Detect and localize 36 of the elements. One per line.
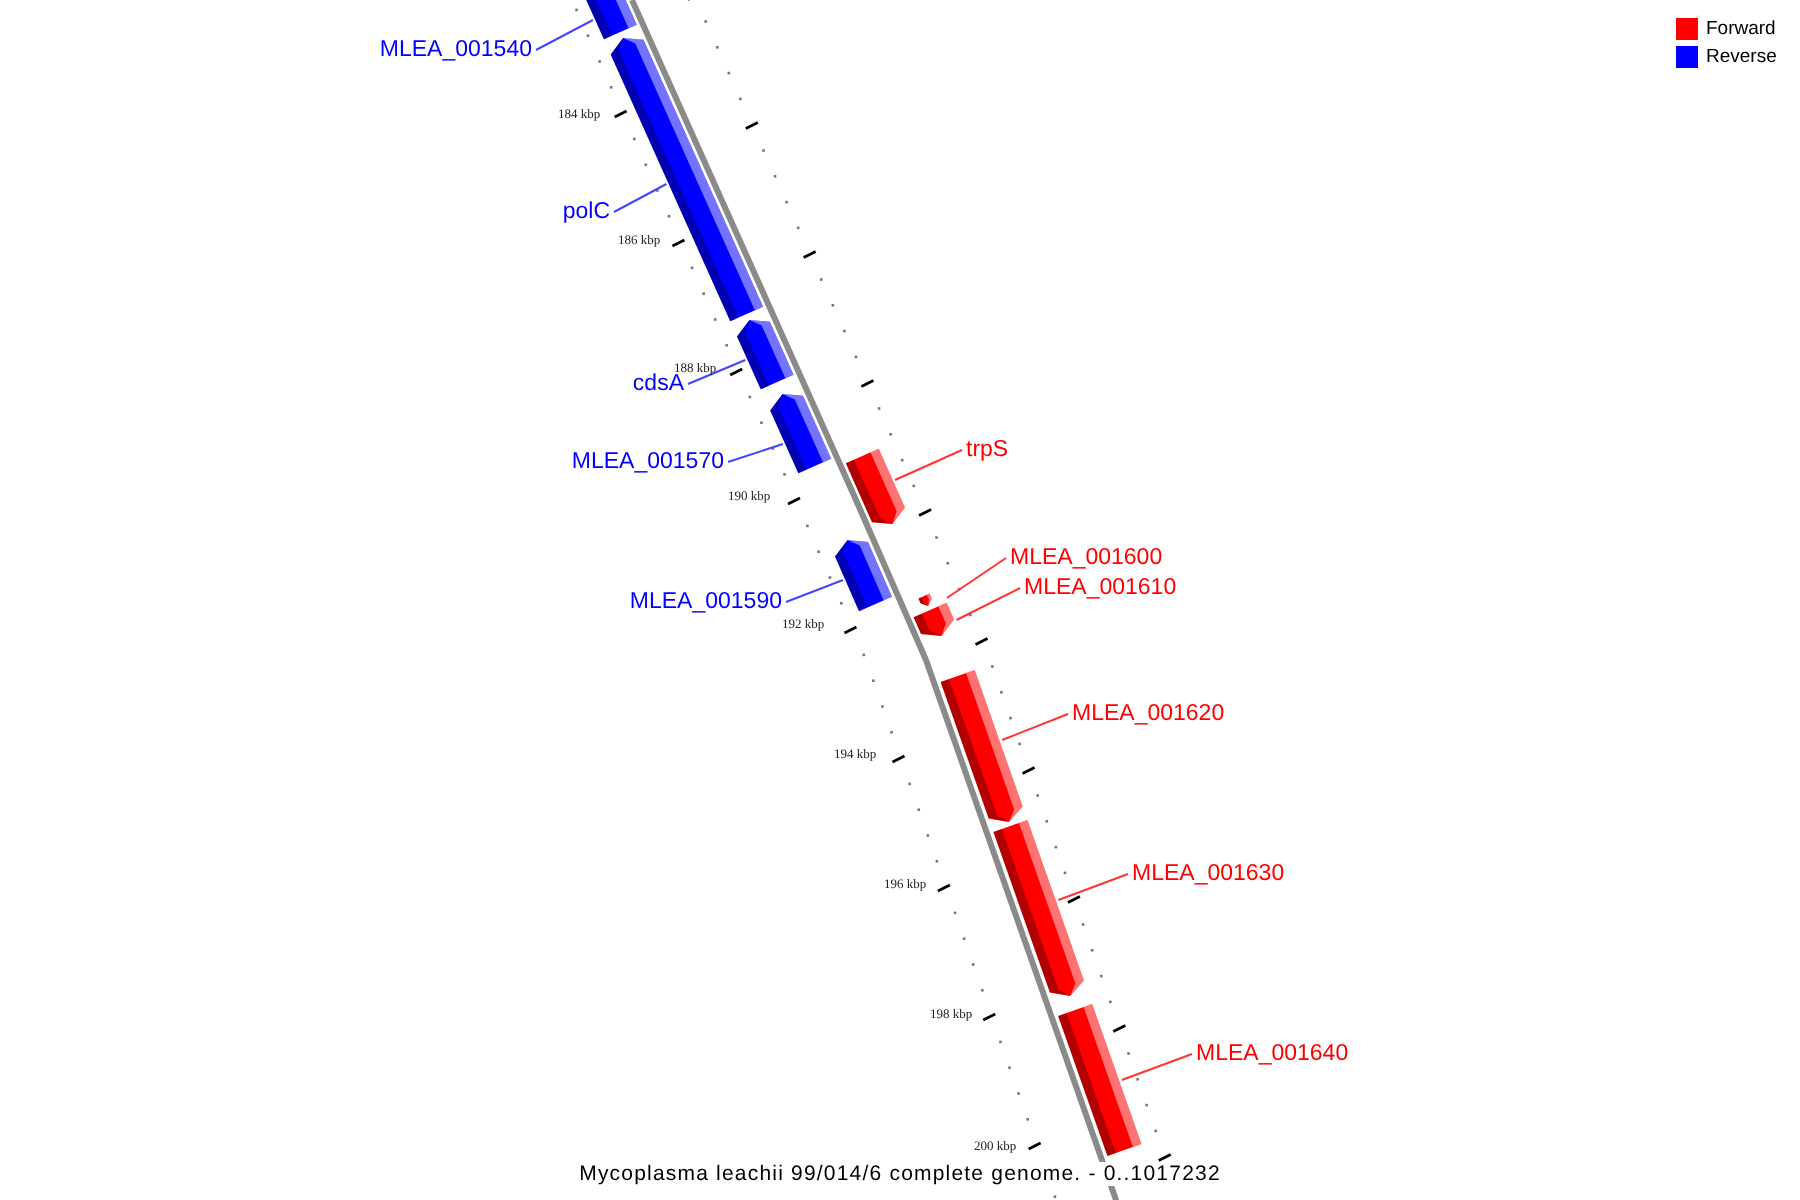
gene-label: cdsA	[632, 370, 684, 398]
legend-label: Forward	[1706, 18, 1776, 40]
gene-segment	[918, 593, 932, 606]
gene-label: MLEA_001640	[1196, 1040, 1349, 1068]
leader-line	[1057, 873, 1129, 901]
leader-line	[535, 19, 594, 51]
leader-line	[687, 359, 747, 385]
gene-label: MLEA_001570	[571, 448, 724, 476]
gene-segment	[835, 540, 892, 612]
leader-line	[1120, 1053, 1193, 1081]
gene-segment	[913, 602, 954, 636]
leader-line	[945, 557, 1007, 599]
gene-label: MLEA_001620	[1072, 700, 1225, 728]
leader-line	[727, 443, 784, 463]
leader-line	[785, 579, 844, 603]
gene-segment	[770, 394, 832, 474]
gene-label: MLEA_001600	[1010, 544, 1163, 572]
leader-line	[613, 183, 668, 213]
leader-line	[1001, 713, 1069, 741]
gene-label: MLEA_001540	[379, 36, 532, 64]
gene-label: MLEA_001630	[1132, 860, 1285, 888]
leader-line	[894, 449, 963, 481]
gene-segment	[610, 38, 764, 322]
caption: Mycoplasma leachii 99/014/6 complete genome. - 0..1017232	[575, 1162, 1225, 1186]
gene-label: trpS	[966, 436, 1009, 464]
gene-segment	[1058, 1004, 1142, 1156]
gene-segment	[586, 0, 637, 40]
gene-segment	[845, 448, 905, 524]
legend-label: Reverse	[1706, 46, 1777, 68]
gene-segment	[737, 320, 794, 390]
gene-segment	[940, 670, 1023, 822]
gene-label: polC	[562, 198, 610, 226]
gene-segment	[993, 820, 1084, 996]
leader-line	[955, 587, 1021, 621]
gene-label: MLEA_001590	[629, 588, 782, 616]
gene-label: MLEA_001610	[1024, 574, 1177, 602]
